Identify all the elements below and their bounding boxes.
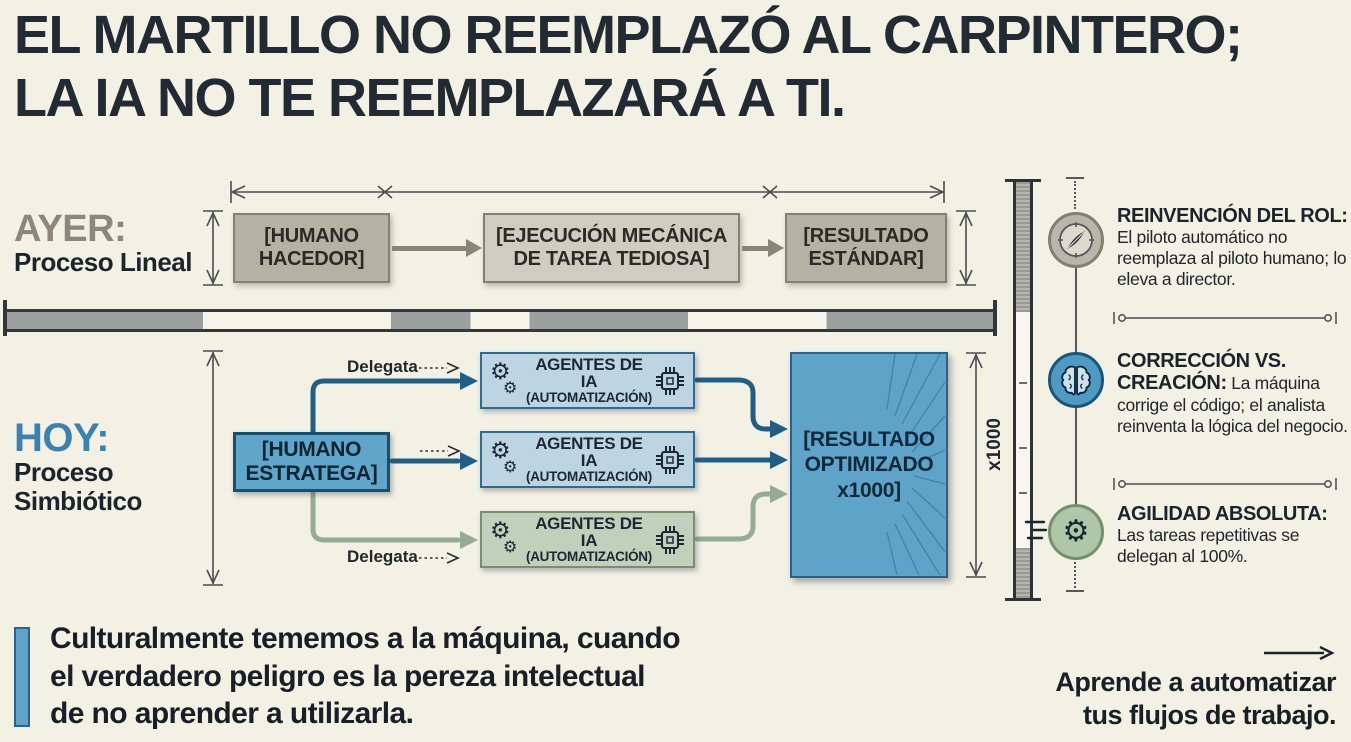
sidebar-separator-2	[1113, 478, 1337, 490]
hoy-left-dimension	[203, 350, 223, 586]
box-ejecucion-mecanica-label: [EJECUCIÓN MECÁNICA DE TAREA TEDIOSA]	[496, 225, 727, 270]
box-resultado-optimizado-text: [RESULTADO OPTIMIZADO x1000]	[792, 354, 946, 576]
compass-icon	[1048, 212, 1104, 268]
ayer-sublabel: Proceso Lineal	[14, 247, 192, 277]
vruler-segment	[1016, 182, 1030, 312]
vertical-ruler	[1013, 182, 1033, 598]
flow-arrow-1	[392, 239, 482, 257]
sidebar-item-heading: REINVENCIÓN DEL ROL:	[1117, 205, 1348, 227]
delegata-dotted-arrow-middle	[420, 445, 461, 457]
sidebar-item-heading: AGILIDAD ABSOLUTA:	[1117, 503, 1328, 525]
sidebar-item-body: El piloto automático no reemplaza al pil…	[1117, 227, 1347, 290]
horizontal-ruler-divider	[5, 309, 995, 332]
vruler-cap-bottom	[1005, 598, 1041, 601]
ayer-right-dimension	[956, 210, 976, 286]
delegata-label-top: Delegata	[347, 357, 418, 376]
sidebar-item-reinvencion: REINVENCIÓN DEL ROL: El piloto automátic…	[1117, 205, 1349, 290]
agent-box-2: ⚙ ⚙ AGENTES DE IA (AUTOMATIZACIÓN)	[480, 431, 695, 488]
result-dimension	[966, 352, 986, 578]
box-humano-estratega: [HUMANO ESTRATEGA]	[233, 432, 390, 492]
page-title: EL MARTILLO NO REEMPLAZÓ AL CARPINTERO; …	[14, 4, 1243, 129]
box-humano-hacedor-label: [HUMANO HACEDOR]	[258, 225, 365, 270]
sidebar-item-body: La máquina corrige el código; el analist…	[1117, 373, 1348, 436]
agent-title: AGENTES DE IA	[535, 433, 643, 471]
hoy-label-block: HOY: Proceso Simbiótico	[14, 418, 164, 516]
gear-icon: ⚙	[503, 377, 518, 397]
ayer-dimension-line	[230, 181, 945, 203]
quote-text: Culturalmente tememos a la máquina, cuan…	[50, 620, 681, 733]
gears-icon: ⚙ ⚙	[490, 518, 524, 562]
delegata-dotted-arrow-top	[419, 362, 460, 374]
box-resultado-optimizado-label: [RESULTADO OPTIMIZADO x1000]	[803, 428, 935, 502]
agent-subtitle: (AUTOMATIZACIÓN)	[526, 549, 652, 565]
result-rays	[886, 354, 945, 575]
sidebar-item-heading: CORRECCIÓN VS. CREACIÓN:	[1117, 350, 1286, 395]
cta-line-2: tus flujos de trabajo.	[1082, 699, 1337, 730]
brain-icon	[1048, 352, 1104, 408]
box-resultado-estandar: [RESULTADO ESTÁNDAR]	[785, 213, 947, 283]
agent-subtitle: (AUTOMATIZACIÓN)	[526, 390, 652, 406]
hoy-connector-arrows	[310, 372, 788, 549]
title-line-1: EL MARTILLO NO REEMPLAZÓ AL CARPINTERO;	[14, 5, 1243, 65]
chip-icon	[655, 445, 684, 474]
gears-icon: ⚙ ⚙	[490, 359, 524, 403]
ayer-left-dimension	[203, 210, 223, 286]
hoy-label: HOY:	[14, 416, 110, 460]
gear-icon: ⚙	[490, 517, 511, 544]
ruler-cap-right	[993, 300, 997, 336]
sidebar-item-body: Las tareas repetitivas se delegan al 100…	[1117, 525, 1300, 567]
chip-icon	[655, 366, 684, 395]
chip-icon	[655, 525, 684, 554]
title-line-2: LA IA NO TE REEMPLAZARÁ A TI.	[14, 67, 846, 128]
brain-glyph	[1061, 365, 1091, 396]
vruler-segment	[1016, 312, 1030, 548]
gear-icon: ⚙	[503, 456, 518, 476]
agent-box-3: ⚙ ⚙ AGENTES DE IA (AUTOMATIZACIÓN)	[480, 511, 695, 568]
sidebar-bottom-dash	[1066, 590, 1084, 592]
quote-line-1: Culturalmente tememos a la máquina, cuan…	[50, 622, 681, 655]
cta-arrow-icon	[1264, 646, 1335, 660]
quote-line-2: el verdadero peligro es la pereza intele…	[50, 659, 646, 693]
quote-accent-bar	[14, 627, 30, 727]
box-humano-estratega-label: [HUMANO ESTRATEGA]	[245, 437, 378, 485]
ruler-cap-left	[3, 300, 7, 336]
vruler-segment	[1016, 548, 1030, 598]
agent-box-1-text: AGENTES DE IA (AUTOMATIZACIÓN)	[526, 354, 652, 406]
sidebar-top-dash	[1066, 177, 1084, 179]
cta-text: Aprende a automatizar tus flujos de trab…	[1040, 666, 1336, 732]
sidebar-dotted-line-top	[1074, 181, 1076, 209]
agent-box-3-text: AGENTES DE IA (AUTOMATIZACIÓN)	[526, 513, 652, 565]
gear-speed-icon: ⚙	[1048, 504, 1104, 560]
sidebar-item-agilidad: AGILIDAD ABSOLUTA: Las tareas repetitiva…	[1117, 503, 1349, 567]
ayer-label: AYER:	[14, 208, 127, 250]
hoy-sublabel: Proceso Simbiótico	[14, 457, 142, 517]
sidebar-dotted-line-bottom	[1074, 558, 1076, 588]
ayer-label-block: AYER: Proceso Lineal	[14, 210, 192, 277]
agent-title: AGENTES DE IA	[535, 354, 643, 392]
sidebar-separator-1	[1113, 312, 1337, 324]
agent-title: AGENTES DE IA	[535, 513, 643, 551]
box-humano-hacedor: [HUMANO HACEDOR]	[233, 213, 390, 283]
delegata-label-bottom: Delegata	[347, 547, 418, 566]
flow-arrow-2	[742, 239, 784, 257]
gear-icon: ⚙	[503, 536, 518, 556]
agent-subtitle: (AUTOMATIZACIÓN)	[526, 469, 652, 485]
cta-line-1: Aprende a automatizar	[1055, 667, 1336, 697]
gear-icon: ⚙	[490, 358, 511, 385]
box-resultado-optimizado: [RESULTADO OPTIMIZADO x1000]	[790, 352, 948, 578]
result-dimension-label: x1000	[984, 418, 1005, 471]
agent-box-2-text: AGENTES DE IA (AUTOMATIZACIÓN)	[526, 433, 652, 485]
gear-icon: ⚙	[490, 437, 511, 464]
compass-glyph	[1058, 222, 1094, 258]
agent-box-1: ⚙ ⚙ AGENTES DE IA (AUTOMATIZACIÓN)	[480, 352, 695, 409]
gear-icon: ⚙	[1062, 514, 1090, 549]
delegata-dotted-arrow-bottom	[419, 552, 460, 564]
gears-icon: ⚙ ⚙	[490, 438, 524, 482]
vruler-cap-top	[1005, 179, 1041, 182]
speed-lines	[1024, 520, 1048, 540]
quote-line-3: de no aprender a utilizarla.	[50, 697, 414, 730]
box-ejecucion-mecanica: [EJECUCIÓN MECÁNICA DE TAREA TEDIOSA]	[483, 213, 740, 283]
sidebar-item-correccion: CORRECCIÓN VS. CREACIÓN: La máquina corr…	[1117, 350, 1349, 437]
box-resultado-estandar-label: [RESULTADO ESTÁNDAR]	[803, 225, 929, 270]
